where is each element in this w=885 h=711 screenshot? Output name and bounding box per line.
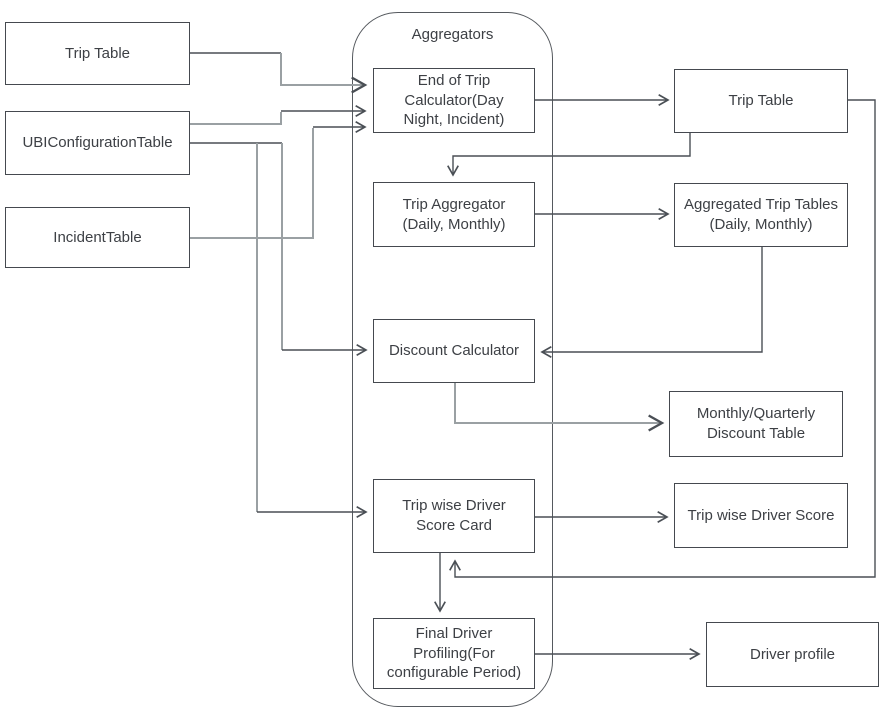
node-ubi-configuration-table: UBIConfigurationTable [5, 111, 190, 175]
connector-tripTableSrc-endOfTrip-seg2 [280, 53, 368, 94]
node-end-of-trip-calculator-label: End of Trip Calculator(Day Night, Incide… [403, 71, 505, 129]
connector-tripTableOut-tripAggregator [447, 133, 691, 177]
node-monthly-quarterly-discount-table: Monthly/Quarterly Discount Table [669, 391, 843, 457]
node-final-driver-profiling: Final Driver Profiling(For configurable … [373, 618, 535, 689]
node-discount-calculator: Discount Calculator [373, 319, 535, 383]
node-discount-calculator-label: Discount Calculator [388, 342, 520, 360]
connector-tripTableOut-scoreCard [449, 99, 876, 578]
connector-aggTables-discountCalc [540, 247, 763, 358]
node-final-driver-profiling-label: Final Driver Profiling(For configurable … [386, 624, 522, 682]
connector-discountCalc-discountTable [454, 383, 665, 432]
aggregators-container-label: Aggregators [411, 26, 494, 43]
node-ubi-configuration-table-label: UBIConfigurationTable [22, 134, 173, 152]
node-incident-table-label: IncidentTable [53, 228, 142, 246]
node-trip-wise-driver-score-card: Trip wise Driver Score Card [373, 479, 535, 553]
node-trip-aggregator-label: Trip Aggregator (Daily, Monthly) [402, 195, 506, 233]
connector-ubiConfig-endOfTrip-seg1 [190, 112, 282, 125]
node-trip-wise-driver-score: Trip wise Driver Score [674, 483, 848, 548]
node-driver-profile: Driver profile [706, 622, 879, 687]
node-trip-aggregator: Trip Aggregator (Daily, Monthly) [373, 182, 535, 247]
connector-incidentTable-endOfTrip-seg1 [190, 128, 314, 239]
node-aggregated-trip-tables: Aggregated Trip Tables (Daily, Monthly) [674, 183, 848, 247]
node-end-of-trip-calculator: End of Trip Calculator(Day Night, Incide… [373, 68, 535, 133]
node-trip-wise-driver-score-card-label: Trip wise Driver Score Card [402, 497, 506, 534]
node-monthly-quarterly-discount-table-label: Monthly/Quarterly Discount Table [696, 405, 816, 442]
node-aggregated-trip-tables-label: Aggregated Trip Tables (Daily, Monthly) [684, 196, 838, 233]
node-trip-wise-driver-score-label: Trip wise Driver Score [687, 506, 835, 524]
node-incident-table: IncidentTable [5, 207, 190, 268]
node-trip-table-output-label: Trip Table [728, 92, 794, 110]
node-trip-table-source: Trip Table [5, 22, 190, 85]
node-trip-table-source-label: Trip Table [64, 44, 131, 62]
aggregators-container [352, 12, 553, 707]
node-driver-profile-label: Driver profile [749, 645, 836, 663]
node-trip-table-output: Trip Table [674, 69, 848, 133]
